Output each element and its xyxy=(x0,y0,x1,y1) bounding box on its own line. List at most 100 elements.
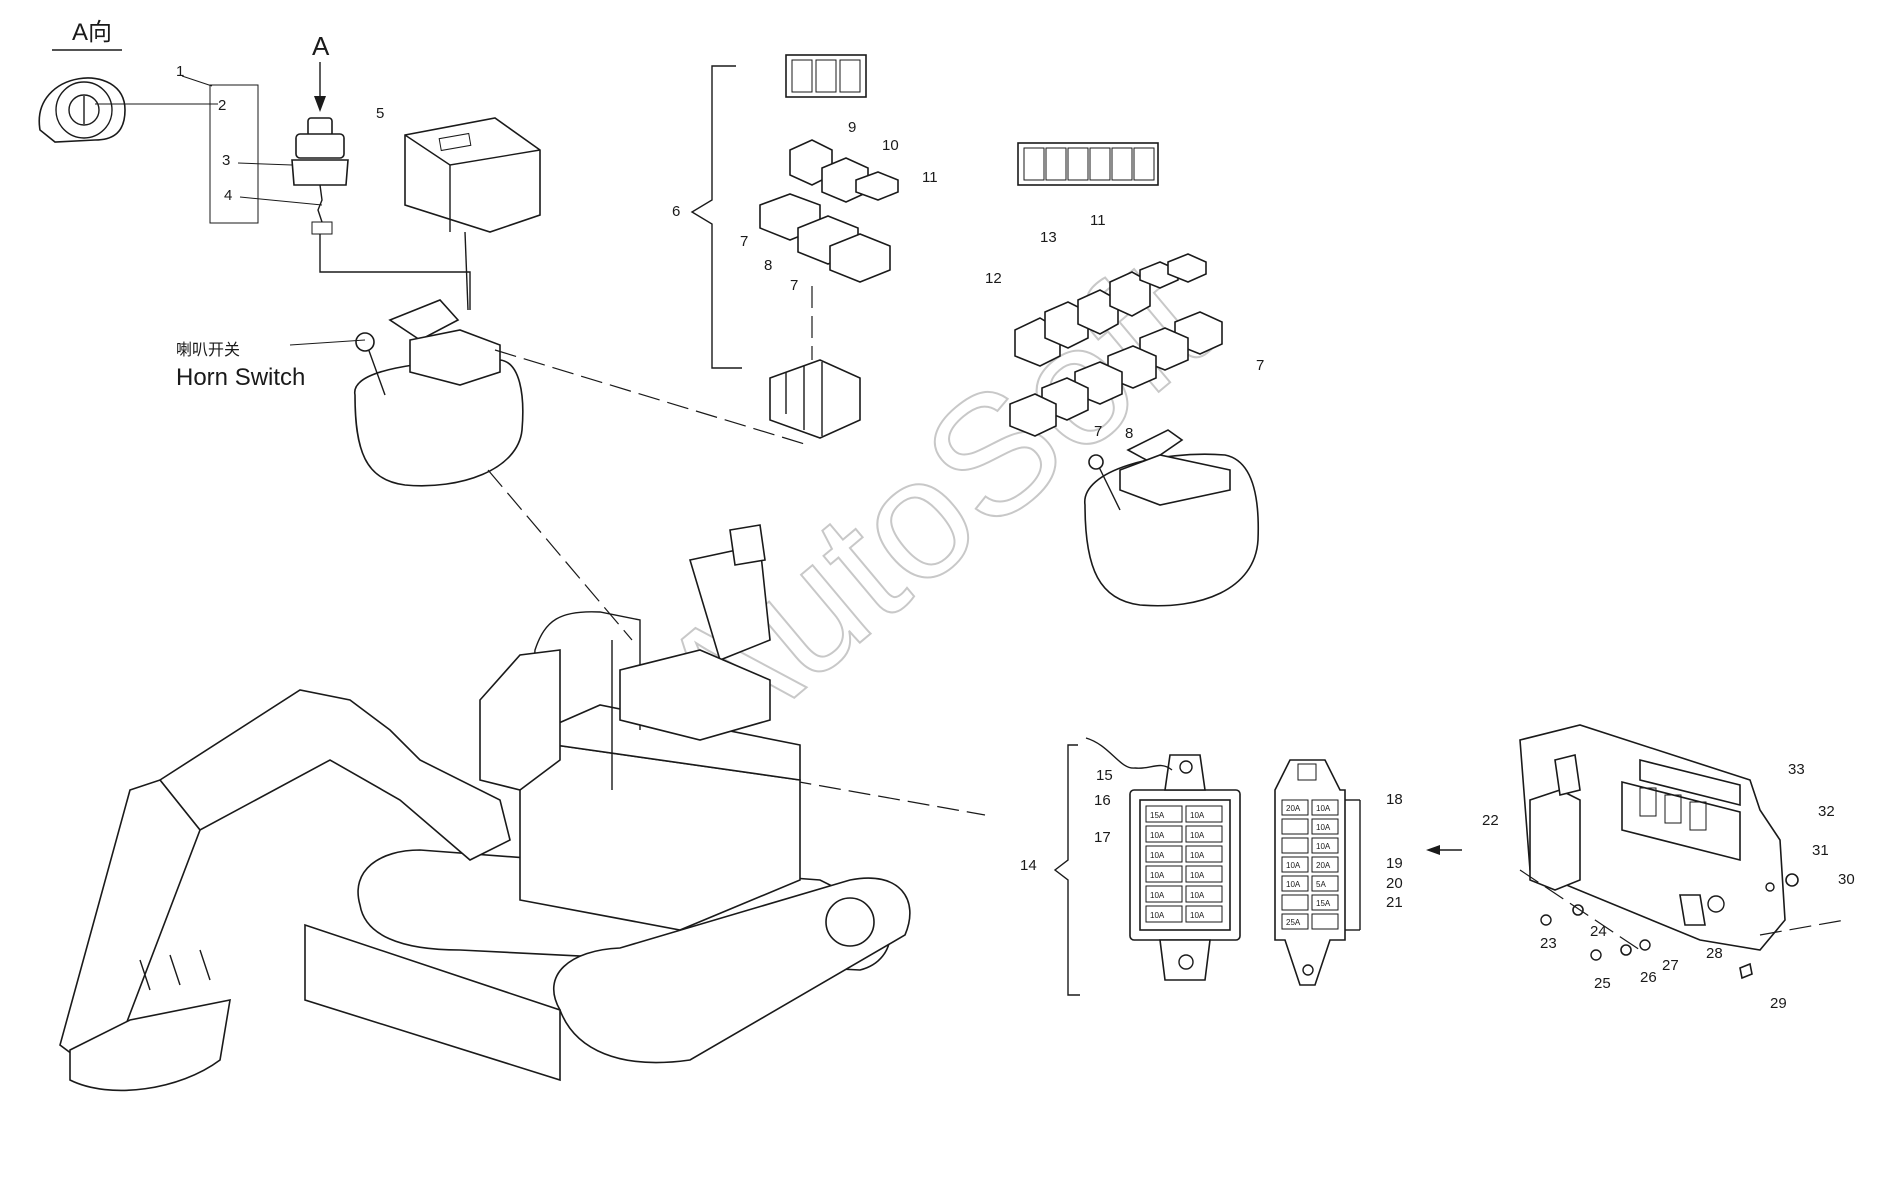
fuse-left-slot xyxy=(1185,885,1223,903)
fuse-left-label: 10A xyxy=(1190,831,1205,840)
fuse-right-slot xyxy=(1311,818,1339,835)
fuse-right-label: 15A xyxy=(1316,899,1331,908)
fuse-left-label: 10A xyxy=(1190,851,1205,860)
fuse-left-slot xyxy=(1185,905,1223,923)
rocker-switch-assembly xyxy=(769,359,861,439)
callout-8: 8 xyxy=(1125,425,1133,442)
callout-29: 29 xyxy=(1770,995,1787,1012)
callout-7: 7 xyxy=(1094,423,1102,440)
fuse-left-slot xyxy=(1185,825,1223,843)
fuse-right-slot xyxy=(1311,856,1339,873)
callout-10: 10 xyxy=(882,137,899,154)
control-console-left xyxy=(354,299,524,487)
fuse-left-label: 10A xyxy=(1150,851,1165,860)
callout-27: 27 xyxy=(1662,957,1679,974)
callout-2: 2 xyxy=(218,97,226,114)
fuse-left-slot xyxy=(1145,865,1183,883)
view-a-group: A向 xyxy=(38,19,126,143)
excavator xyxy=(59,524,911,1092)
fuse-right-slot xyxy=(1311,799,1339,816)
fuse-right-label: 10A xyxy=(1286,880,1301,889)
fuse-left-label: 10A xyxy=(1150,831,1165,840)
callout-7: 7 xyxy=(740,233,748,250)
fuse-right-label: 10A xyxy=(1286,861,1301,870)
callout-28: 28 xyxy=(1706,945,1723,962)
callout-30: 30 xyxy=(1838,871,1855,888)
fuse-left-slot xyxy=(1145,825,1183,843)
bracket-14 xyxy=(1053,744,1080,996)
horn-switch-label-en: Horn Switch xyxy=(176,364,305,391)
callout-17: 17 xyxy=(1094,829,1111,846)
fuse-right-label: 25A xyxy=(1286,918,1301,927)
fuse-left-label: 15A xyxy=(1150,811,1165,820)
callout-7: 7 xyxy=(1256,357,1264,374)
ignition-dial-view xyxy=(38,77,126,143)
fuse-left-slot xyxy=(1145,805,1183,823)
fuse-right-label: 20A xyxy=(1286,804,1301,813)
callout-3: 3 xyxy=(222,152,230,169)
callout-16: 16 xyxy=(1094,792,1111,809)
relay-plate xyxy=(1519,724,1786,951)
callout-22: 22 xyxy=(1482,812,1499,829)
callouts: 1234567891011711121378714151617181920212… xyxy=(176,63,1855,1012)
fuse-right-slot xyxy=(1281,837,1309,854)
callout-24: 24 xyxy=(1590,923,1607,940)
fuse-left-slot xyxy=(1185,805,1223,823)
callout-5: 5 xyxy=(376,105,384,122)
callout-20: 20 xyxy=(1386,875,1403,892)
callout-21: 21 xyxy=(1386,894,1403,911)
fuse-left-slot xyxy=(1145,885,1183,903)
fuse-right-slot xyxy=(1281,875,1309,892)
switch-plate-small xyxy=(785,54,867,98)
fuse-right-slot xyxy=(1281,913,1309,930)
callout-11: 11 xyxy=(922,169,938,186)
view-a-label: A向 xyxy=(72,19,112,46)
rocker-switch-set-right xyxy=(1009,253,1223,437)
bracket-1 xyxy=(209,84,259,224)
callout-4: 4 xyxy=(224,187,232,204)
callout-19: 19 xyxy=(1386,855,1403,872)
callout-8: 8 xyxy=(764,257,772,274)
fuse-right-slot xyxy=(1311,837,1339,854)
callout-11: 11 xyxy=(1090,212,1106,229)
fuse-left-slot xyxy=(1145,905,1183,923)
fuse-right-label: 10A xyxy=(1316,842,1331,851)
callout-18: 18 xyxy=(1386,791,1403,808)
fuse-right-label: 5A xyxy=(1316,880,1326,889)
callout-7: 7 xyxy=(790,277,798,294)
fuse-right-slot xyxy=(1281,894,1309,911)
fuse-left-label: 10A xyxy=(1190,911,1205,920)
callout-23: 23 xyxy=(1540,935,1557,952)
fuse-right-label: 10A xyxy=(1316,823,1331,832)
callout-1: 1 xyxy=(176,63,184,80)
callout-33: 33 xyxy=(1788,761,1805,778)
callout-13: 13 xyxy=(1040,229,1057,246)
ignition-switch xyxy=(291,117,349,235)
fuse-right-slot xyxy=(1281,856,1309,873)
fuse-right-label: 10A xyxy=(1316,804,1331,813)
callout-9: 9 xyxy=(848,119,856,136)
callout-26: 26 xyxy=(1640,969,1657,986)
callout-32: 32 xyxy=(1818,803,1835,820)
callout-6: 6 xyxy=(672,203,680,220)
monitor-panel xyxy=(404,117,541,233)
fuse-left-slot xyxy=(1185,845,1223,863)
control-console-right xyxy=(1084,429,1260,607)
fuse-left-label: 10A xyxy=(1190,891,1205,900)
fuse-right-slot xyxy=(1281,799,1309,816)
callout-12: 12 xyxy=(985,270,1002,287)
fuse-right-slot xyxy=(1311,894,1339,911)
callout-31: 31 xyxy=(1812,842,1829,859)
switch-plate-large xyxy=(1017,142,1159,186)
fuse-right-slot xyxy=(1311,875,1339,892)
callout-25: 25 xyxy=(1594,975,1611,992)
fuse-left-label: 10A xyxy=(1150,891,1165,900)
fuse-right-slot xyxy=(1311,913,1339,930)
fuse-right-label: 20A xyxy=(1316,861,1331,870)
fuse-left-label: 10A xyxy=(1190,811,1205,820)
fuse-right-slot xyxy=(1281,818,1309,835)
horn-switch-label-cn: 喇叭开关 xyxy=(176,341,240,359)
callout-15: 15 xyxy=(1096,767,1113,784)
